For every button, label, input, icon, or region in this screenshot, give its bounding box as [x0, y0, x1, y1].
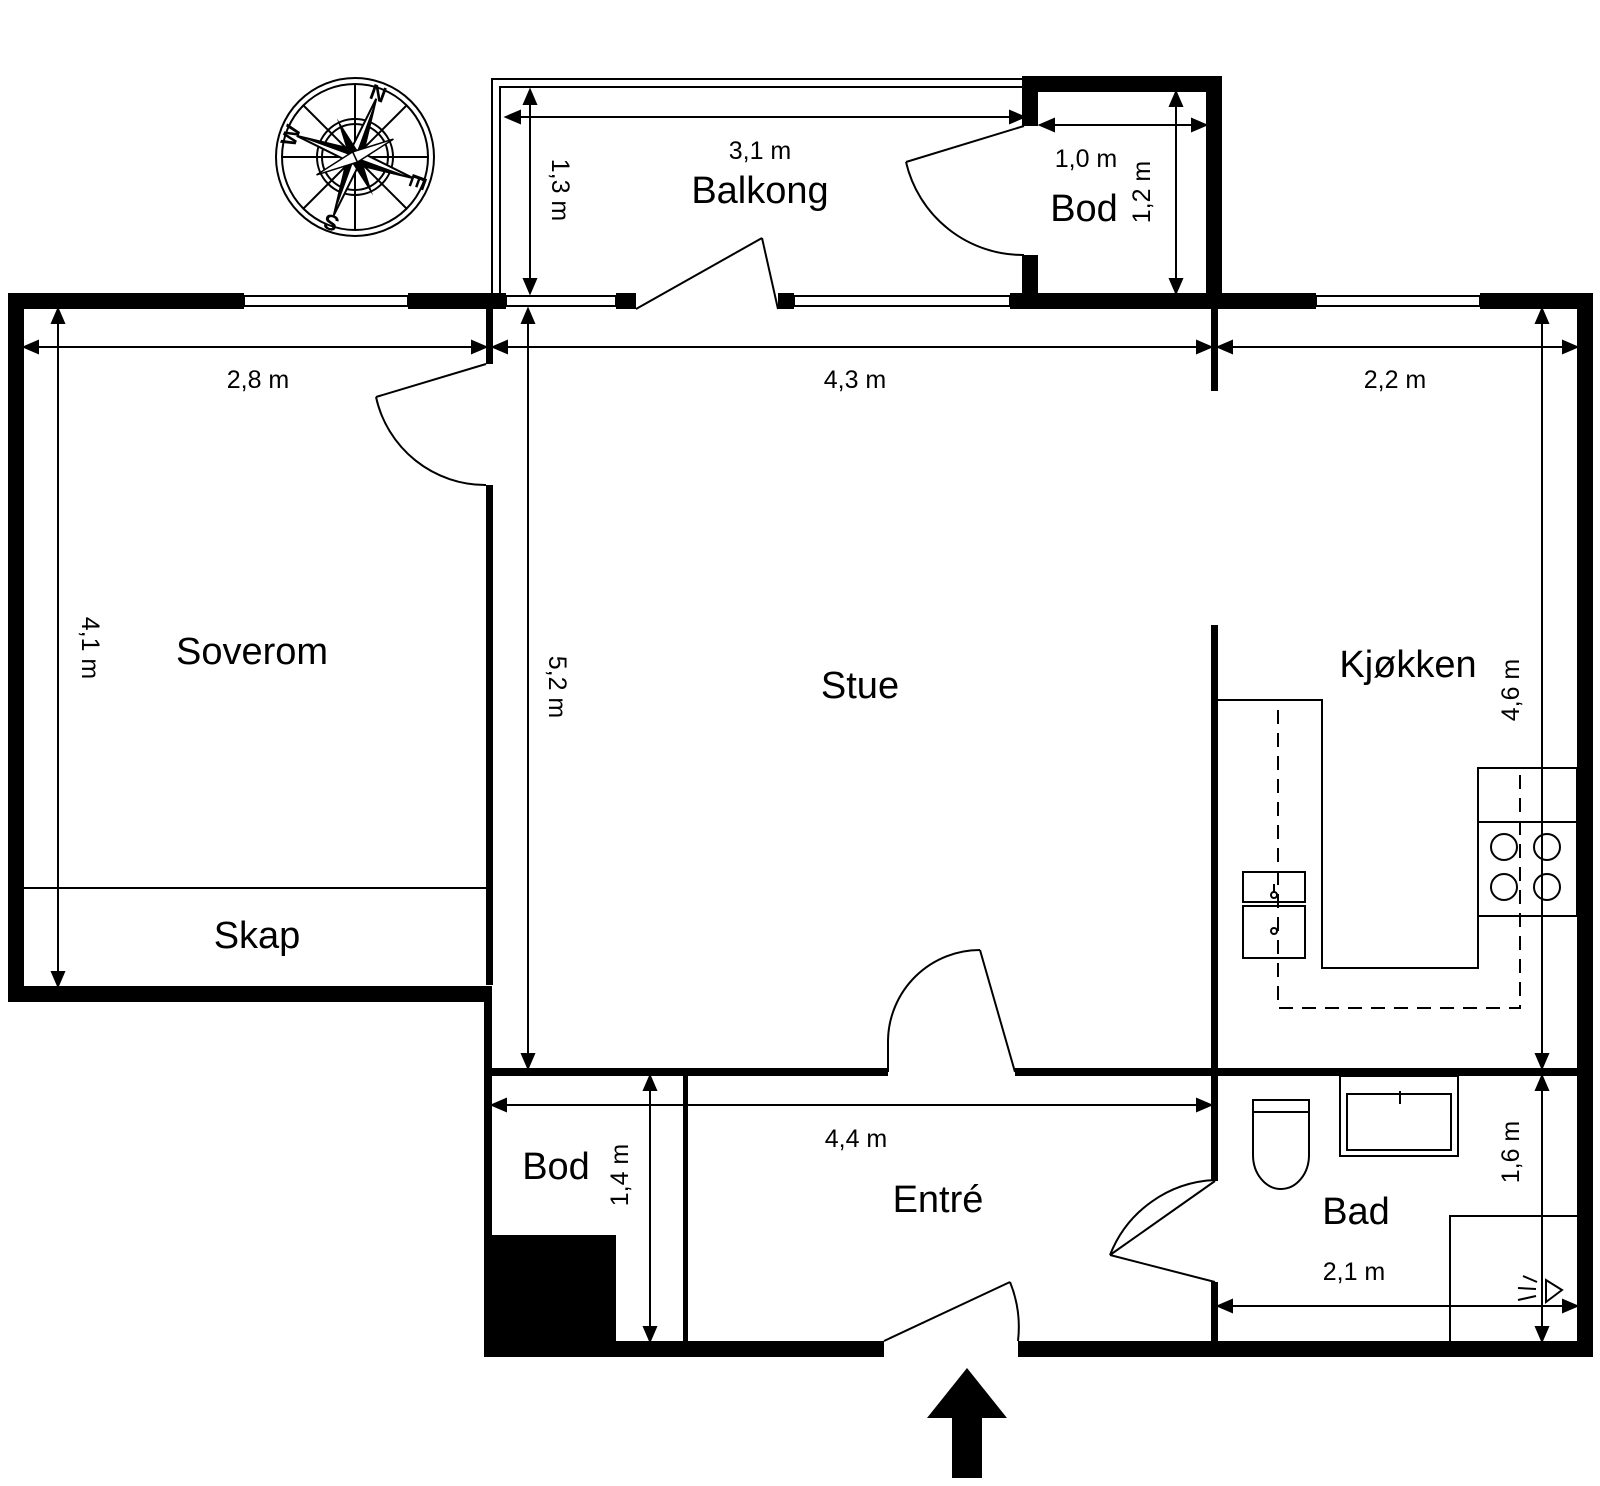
compass-east-label: E	[404, 171, 433, 193]
toilet-icon	[1252, 1099, 1310, 1190]
walls	[8, 76, 1593, 1357]
kjokken-width-label: 2,2 m	[1364, 366, 1427, 394]
bad-depth-label: 1,6 m	[1497, 1121, 1525, 1184]
room-label-stue: Stue	[821, 665, 899, 707]
entre-width-label: 4,4 m	[825, 1125, 888, 1153]
room-label-bod-top: Bod	[1050, 188, 1118, 230]
stove-icon	[1477, 767, 1578, 917]
sink-icon	[1242, 871, 1306, 959]
room-label-balkong: Balkong	[691, 170, 828, 212]
dimension-lines	[21, 87, 1580, 1344]
bod-top-depth-label: 1,2 m	[1128, 161, 1156, 224]
windows	[243, 295, 1481, 307]
bod-bottom-depth-label: 1,4 m	[606, 1144, 634, 1207]
compass-rose: N E S W	[275, 77, 435, 237]
balkong-width-label: 3,1 m	[729, 137, 792, 165]
compass-north-label: N	[366, 79, 389, 108]
room-label-bad: Bad	[1322, 1191, 1390, 1233]
shower-icon	[1449, 1215, 1577, 1341]
entrance-arrow-icon	[927, 1368, 1007, 1478]
soverom-width-label: 2,8 m	[227, 366, 290, 394]
balkong-depth-label: 1,3 m	[546, 159, 574, 222]
kitchen-counter	[1218, 699, 1577, 1009]
room-label-soverom: Soverom	[176, 631, 328, 673]
compass-west-label: W	[275, 121, 306, 149]
soverom-depth-label: 4,1 m	[76, 617, 104, 680]
bathroom-sink-icon	[1339, 1075, 1459, 1157]
room-label-bod-bottom: Bod	[522, 1146, 590, 1188]
bod-top-width-label: 1,0 m	[1055, 145, 1118, 173]
doors	[375, 125, 1216, 1342]
room-label-skap: Skap	[214, 915, 301, 957]
stue-depth-label: 5,2 m	[543, 656, 571, 719]
room-label-kjokken: Kjøkken	[1339, 644, 1476, 686]
balcony-railing	[491, 78, 1024, 293]
stue-width-label: 4,3 m	[824, 366, 887, 394]
bad-width-label: 2,1 m	[1323, 1258, 1386, 1286]
room-label-entre: Entré	[893, 1179, 984, 1221]
kjokken-depth-label: 4,6 m	[1497, 659, 1525, 722]
